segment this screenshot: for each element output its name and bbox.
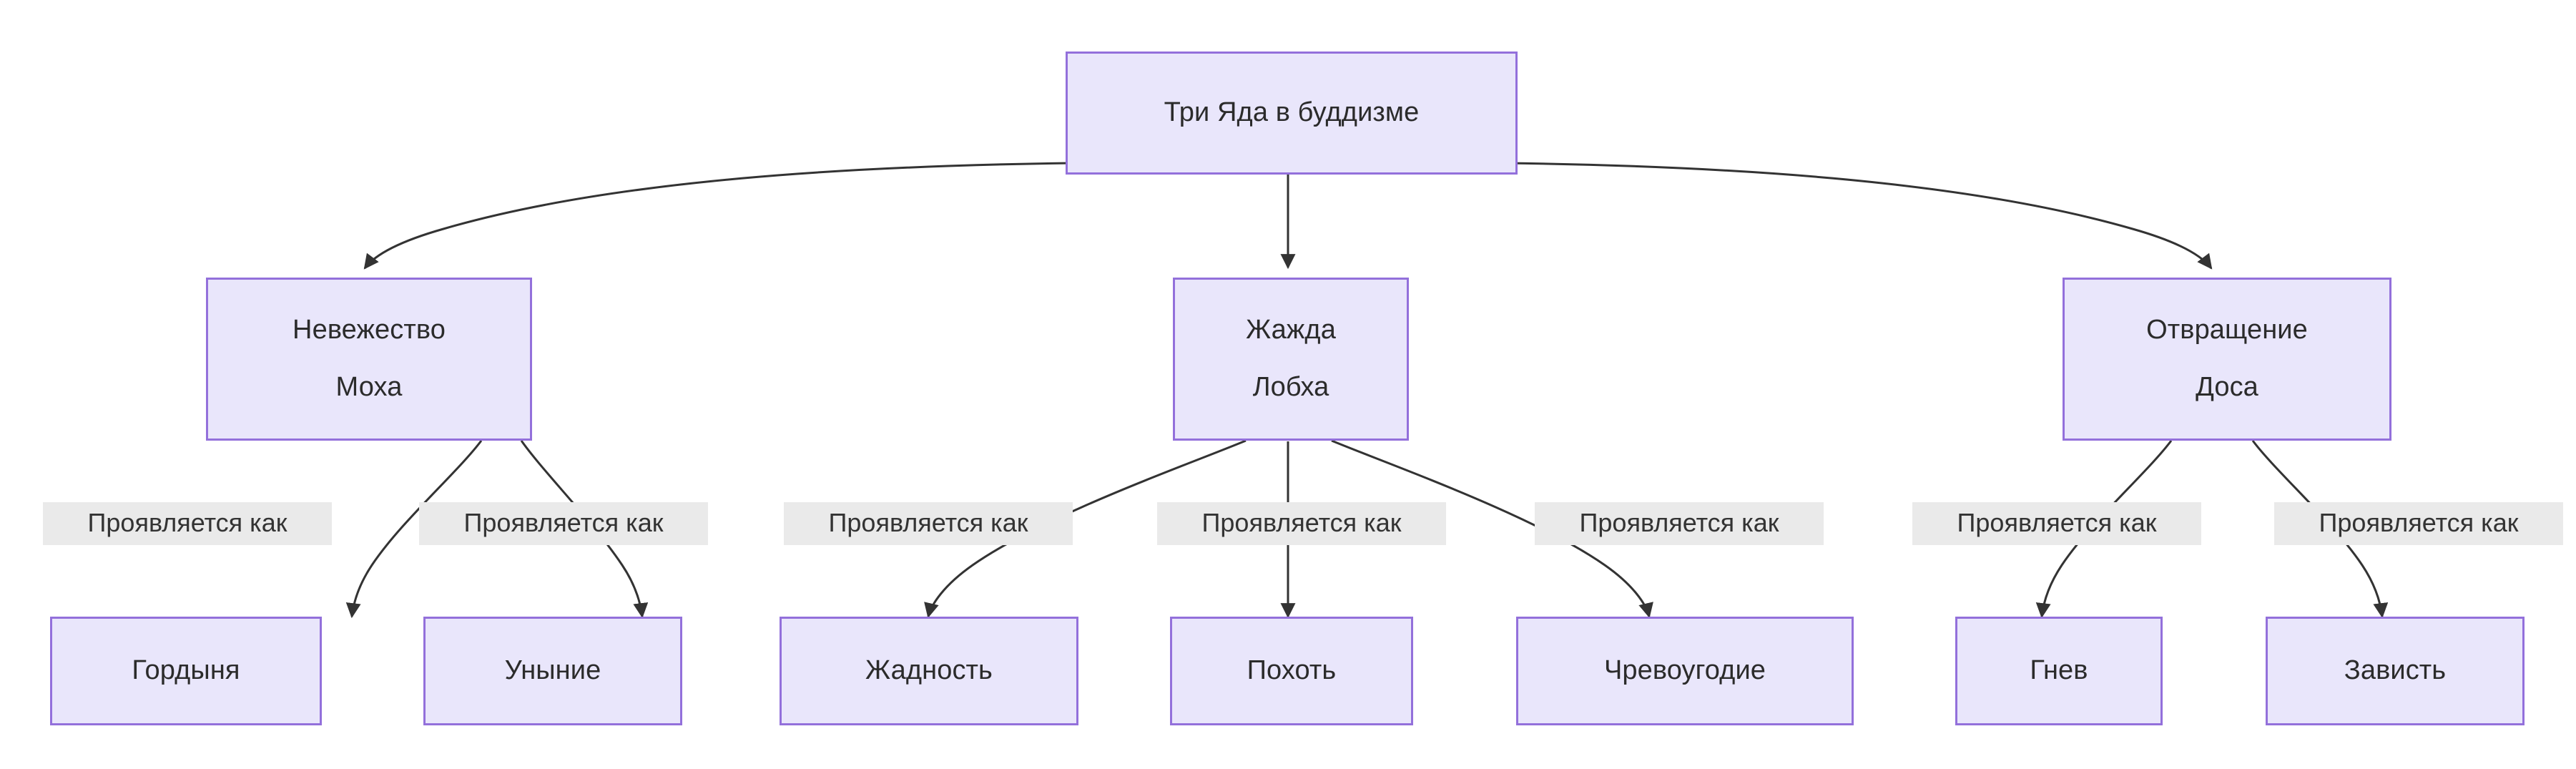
node-moha-concept: Невежество — [292, 315, 446, 346]
node-lobha-concept: Жажда — [1246, 315, 1336, 346]
edge-label-lobha-lust: Проявляется как — [1157, 502, 1446, 545]
edge-label-lobha-gluttony: Проявляется как — [1535, 502, 1824, 545]
node-envy-label: Зависть — [2344, 655, 2447, 686]
node-gluttony-label: Чревоугодие — [1603, 655, 1766, 686]
node-moha-pali: Моха — [335, 372, 403, 402]
node-pride-label: Гордыня — [132, 655, 240, 686]
edge-root-to-moha — [363, 162, 1071, 270]
node-lobha-pali: Лобха — [1252, 372, 1329, 402]
node-greed[interactable]: Жадность — [780, 617, 1078, 725]
edge-root-to-dosa — [1505, 162, 2213, 270]
node-envy[interactable]: Зависть — [2266, 617, 2525, 725]
node-gluttony[interactable]: Чревоугодие — [1516, 617, 1854, 725]
edge-label-moha-despond: Проявляется как — [419, 502, 708, 545]
edge-label-text: Проявляется как — [1201, 508, 1402, 537]
edge-label-text: Проявляется как — [1579, 508, 1779, 537]
node-lust[interactable]: Похоть — [1170, 617, 1413, 725]
node-dosa-concept: Отвращение — [2146, 315, 2308, 346]
node-lobha[interactable]: Жажда Лобха — [1173, 278, 1409, 441]
edge-label-text: Проявляется как — [463, 508, 664, 537]
node-dosa[interactable]: Отвращение Доса — [2063, 278, 2391, 441]
edge-label-text: Проявляется как — [87, 508, 287, 537]
node-lust-label: Похоть — [1247, 655, 1337, 686]
edge-label-text: Проявляется как — [828, 508, 1028, 537]
edge-label-lobha-greed: Проявляется как — [784, 502, 1073, 545]
node-anger[interactable]: Гнев — [1955, 617, 2163, 725]
node-moha[interactable]: Невежество Моха — [206, 278, 532, 441]
node-greed-label: Жадность — [865, 655, 993, 686]
node-despond-label: Уныние — [504, 655, 601, 686]
node-despond[interactable]: Уныние — [423, 617, 682, 725]
edge-label-dosa-anger: Проявляется как — [1912, 502, 2201, 545]
edge-label-text: Проявляется как — [2319, 508, 2519, 537]
node-pride[interactable]: Гордыня — [50, 617, 322, 725]
edge-label-moha-pride: Проявляется как — [43, 502, 332, 545]
node-root[interactable]: Три Яда в буддизме — [1066, 52, 1518, 175]
node-root-label: Три Яда в буддизме — [1164, 97, 1420, 128]
edge-label-text: Проявляется как — [1957, 508, 2157, 537]
node-dosa-pali: Доса — [2196, 372, 2258, 402]
node-anger-label: Гнев — [2030, 655, 2088, 686]
edge-label-dosa-envy: Проявляется как — [2274, 502, 2563, 545]
